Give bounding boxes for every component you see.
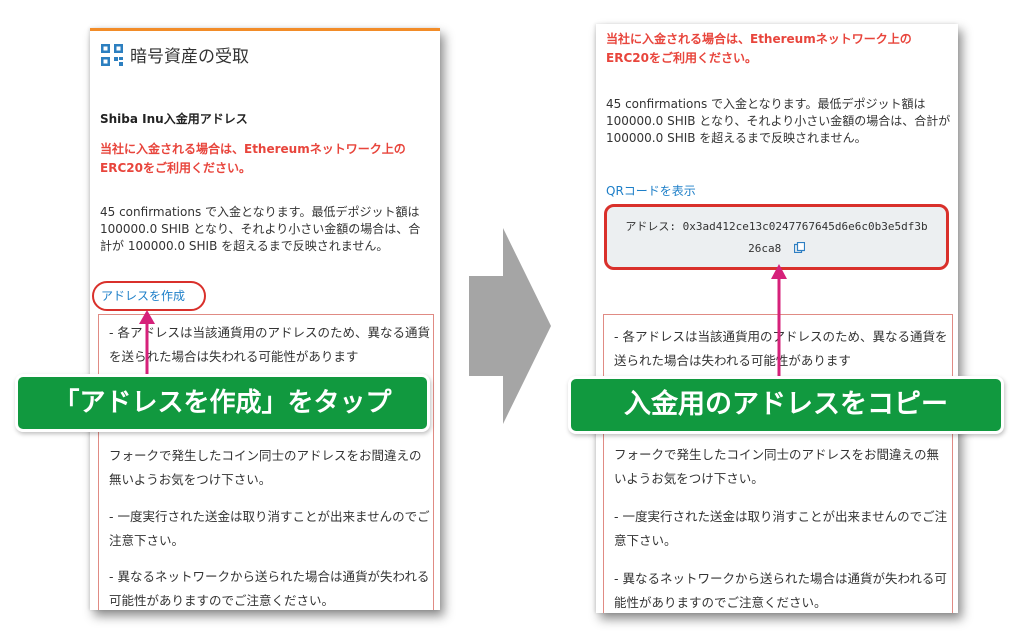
highlight-circle <box>92 281 206 311</box>
deposit-address-box: アドレス: 0x3ad412ce13c0247767645d6e6c0b3e5d… <box>604 204 949 270</box>
note-item: - 一度実行された送金は取り消すことが出来ませんのでご注意下さい。 <box>614 509 948 548</box>
create-address-link[interactable]: アドレスを作成 <box>101 289 186 303</box>
network-warning: 当社に入金される場合は、Ethereumネットワーク上のERC20をご利用くださ… <box>606 32 912 65</box>
show-qr-link[interactable]: QRコードを表示 <box>606 184 696 198</box>
deposit-info: 45 confirmations で入金となります。最低デポジット額は 1000… <box>100 205 421 253</box>
note-item: フォークで発生したコイン同士のアドレスをお間違えの無いようお気をつけ下さい。 <box>109 448 422 487</box>
top-accent-bar <box>90 28 440 31</box>
pointer-arrow-left <box>139 310 155 386</box>
pointer-arrow-right <box>771 264 787 378</box>
note-item: フォークで発生したコイン同士のアドレスをお間違えの無いようお気をつけ下さい。 <box>614 447 940 486</box>
network-warning: 当社に入金される場合は、Ethereumネットワーク上のERC20をご利用くださ… <box>100 142 406 175</box>
copy-icon[interactable] <box>793 242 805 253</box>
note-item: - 異なるネットワークから送られた場合は通貨が失われる可能性がありますのでご注意… <box>109 569 430 608</box>
deposit-address-heading: Shiba Inu入金用アドレス <box>100 112 248 126</box>
note-item: - 一度実行された送金は取り消すことが出来ませんのでご注意下さい。 <box>109 509 430 548</box>
note-item: - 各アドレスは当該通貨用のアドレスのため、異なる通貨を送られた場合は失われる可… <box>614 329 948 368</box>
right-phone-screen: 当社に入金される場合は、Ethereumネットワーク上のERC20をご利用くださ… <box>596 24 958 613</box>
note-item: - 異なるネットワークから送られた場合は通貨が失われる可能性がありますのでご注意… <box>614 571 947 610</box>
notes-box: - 各アドレスは当該通貨用のアドレスのため、異なる通貨を送られた場合は失われる可… <box>98 314 434 610</box>
page-header: 暗号資産の受取 <box>100 42 249 67</box>
deposit-info: 45 confirmations で入金となります。最低デポジット額は 1000… <box>606 97 951 145</box>
deposit-address-tail[interactable]: 26ca8 <box>748 242 782 255</box>
left-phone-screen: 暗号資産の受取 Shiba Inu入金用アドレス 当社に入金される場合は、Eth… <box>90 28 440 610</box>
note-item: - 各アドレスは当該通貨用のアドレスのため、異なる通貨を送られた場合は失われる可… <box>109 325 430 364</box>
instruction-callout-tap: 「アドレスを作成」をタップ <box>15 374 430 432</box>
page-title: 暗号資産の受取 <box>130 47 249 67</box>
instruction-callout-copy: 入金用のアドレスをコピー <box>568 376 1004 434</box>
deposit-address-text[interactable]: アドレス: 0x3ad412ce13c0247767645d6e6c0b3e5d… <box>625 220 928 233</box>
arrow-right-icon <box>469 228 551 424</box>
qr-code-icon <box>101 43 123 66</box>
